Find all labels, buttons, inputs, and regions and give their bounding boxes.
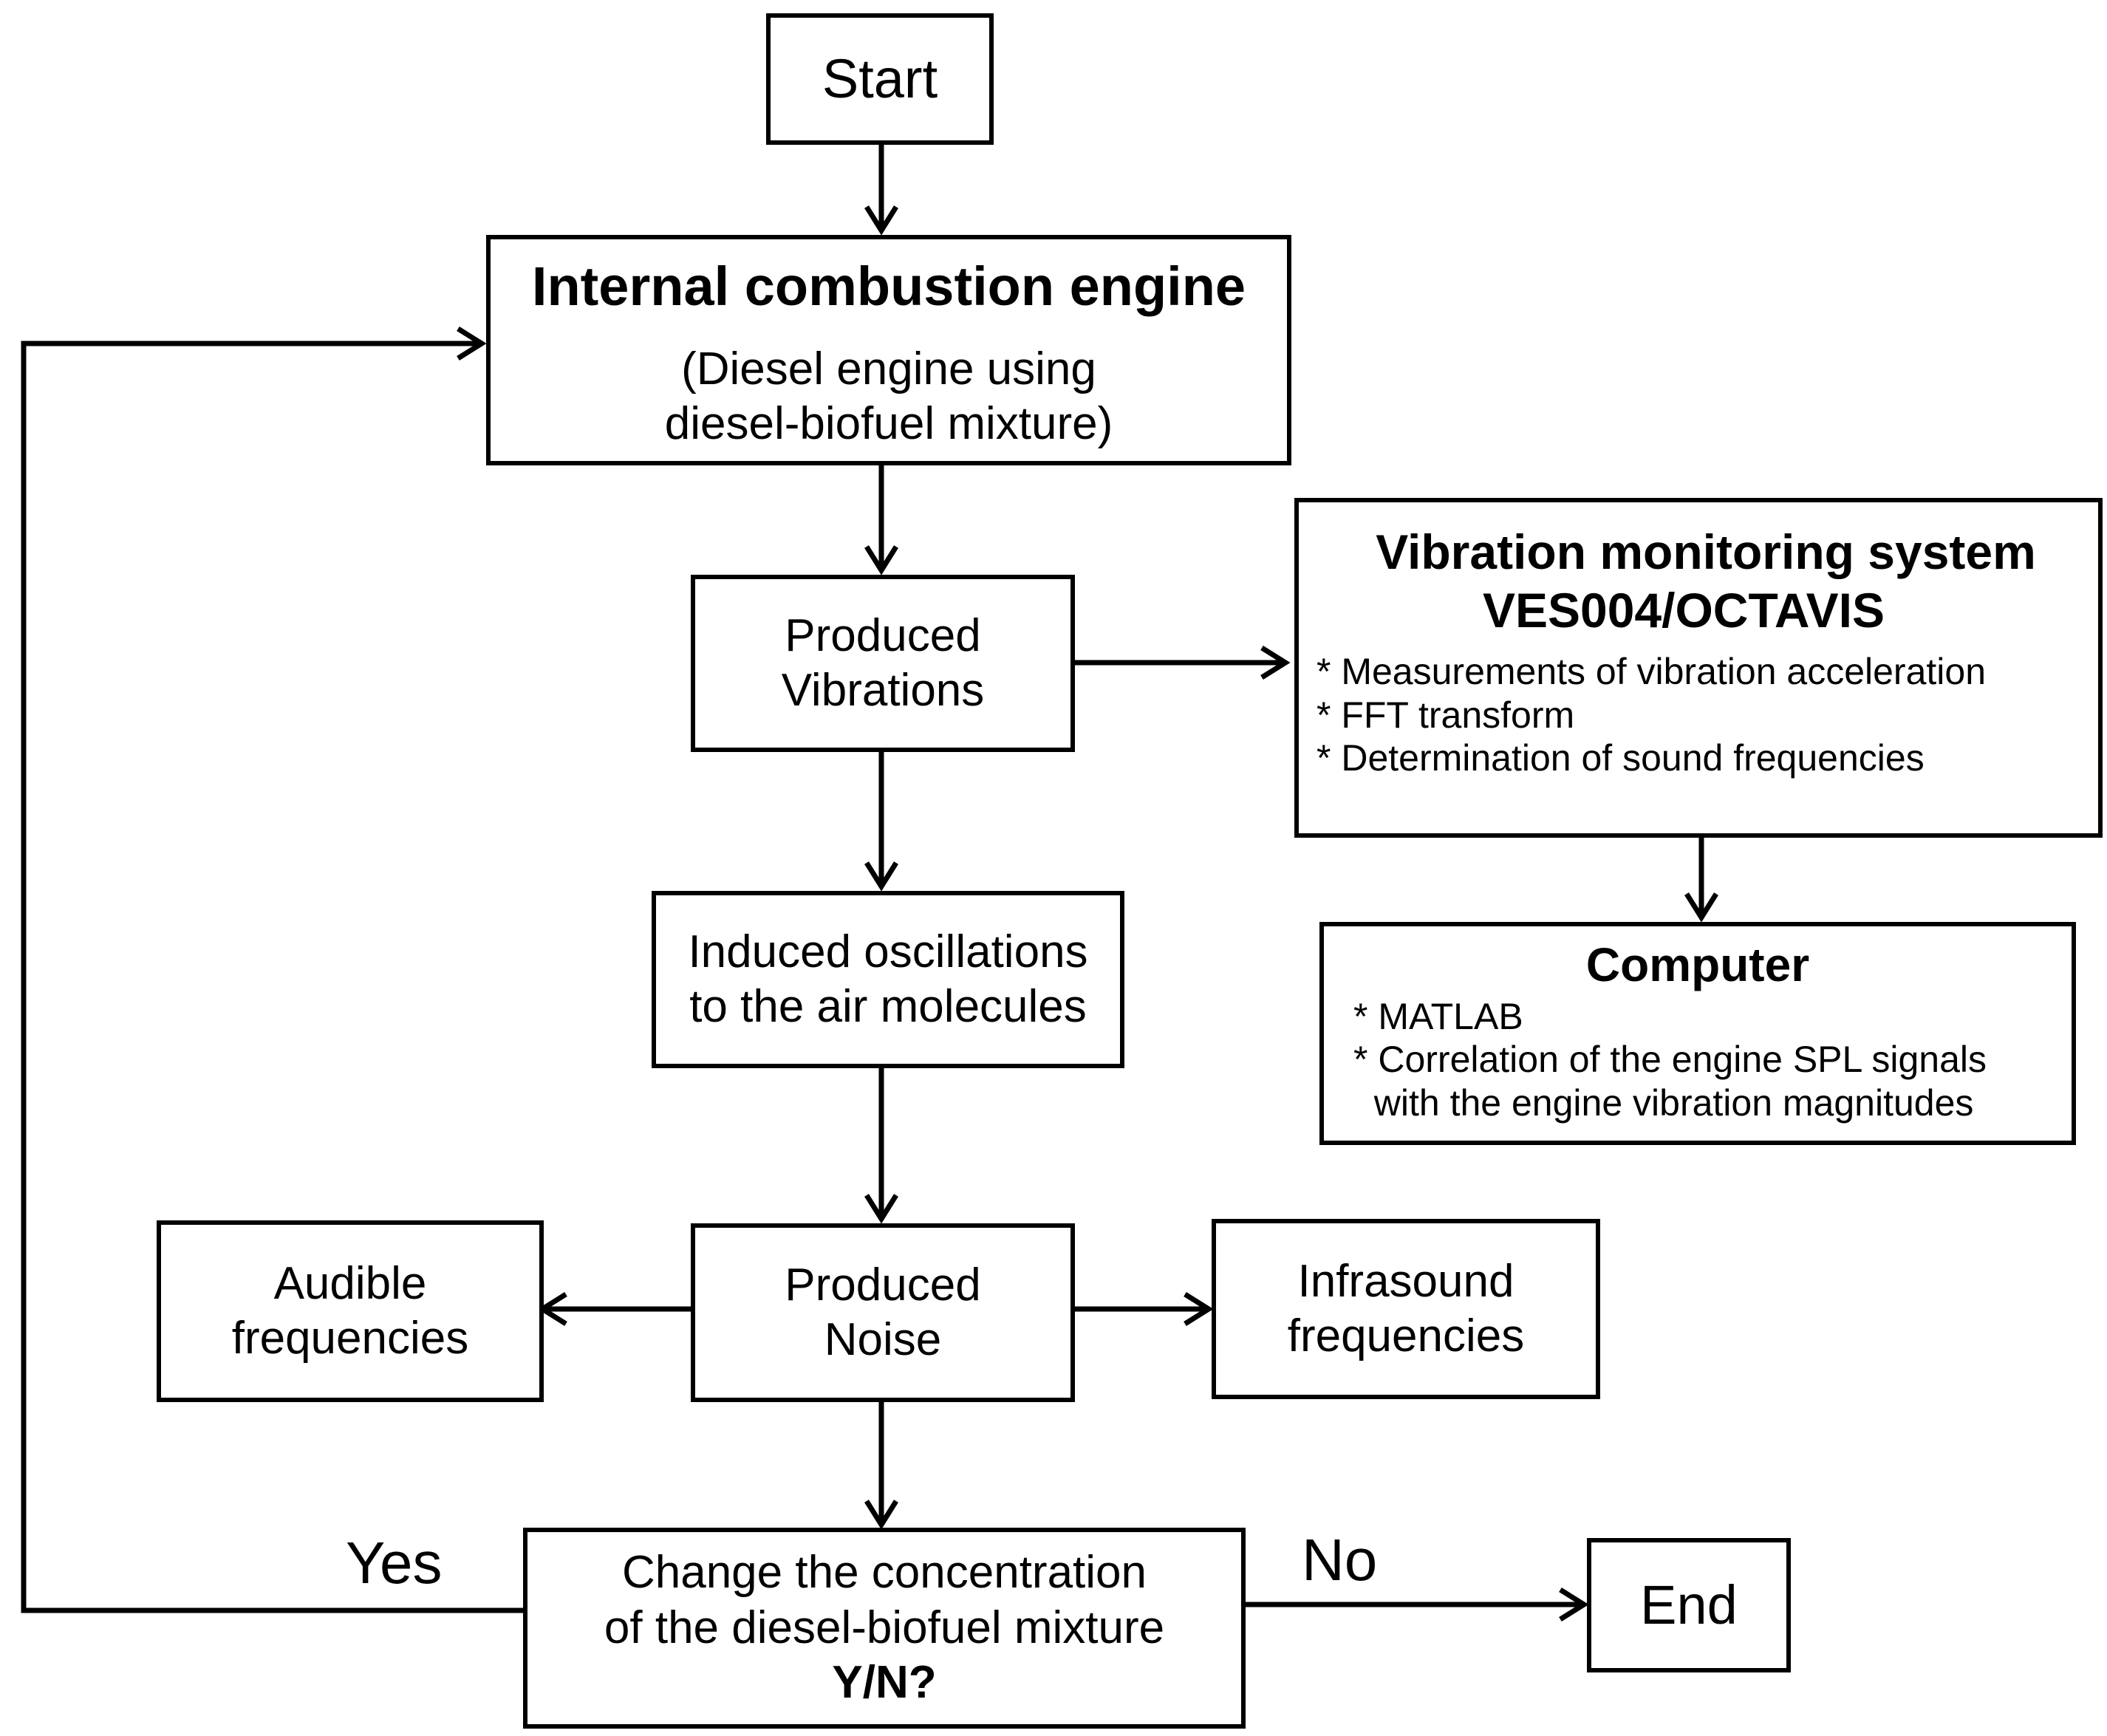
arrowhead-computer [1684, 892, 1718, 923]
audible-node: Audible frequencies [157, 1220, 544, 1402]
monitoring-item: * FFT transform [1317, 694, 1575, 736]
arrowhead-engine [864, 205, 898, 236]
no-label: No [1302, 1527, 1378, 1593]
arrowhead-decision [864, 1500, 898, 1530]
arrowhead-noise [864, 1194, 898, 1224]
decision-line3: Y/N? [832, 1657, 937, 1709]
computer-title: Computer [1585, 938, 1810, 991]
start-label: Start [822, 47, 938, 109]
monitoring-item: * Determination of sound frequencies [1317, 737, 1925, 779]
computer-list: * MATLAB * Correlation of the engine SPL… [1353, 995, 2072, 1125]
engine-line1: (Diesel engine using [681, 343, 1096, 394]
infrasound-line2: frequencies [1287, 1310, 1525, 1361]
oscillations-line2: to the air molecules [689, 981, 1087, 1032]
arrowhead-infrasound [1184, 1292, 1214, 1326]
computer-item: with the engine vibration magnitudes [1353, 1081, 1974, 1124]
monitoring-title1: Vibration monitoring system [1376, 524, 2036, 579]
infrasound-node: Infrasound frequencies [1212, 1219, 1600, 1399]
engine-line2: diesel-biofuel mixture) [664, 398, 1113, 450]
decision-line2: of the diesel-biofuel mixture [604, 1602, 1165, 1653]
arrowhead-oscillations [864, 861, 898, 892]
oscillations-line1: Induced oscillations [688, 926, 1088, 977]
monitoring-list: * Measurements of vibration acceleration… [1317, 650, 2098, 780]
audible-line2: frequencies [231, 1313, 469, 1364]
vibrations-line1: Produced [785, 609, 981, 661]
monitoring-node: Vibration monitoring system VES004/OCTAV… [1294, 498, 2103, 838]
end-label: End [1640, 1573, 1738, 1636]
audible-line1: Audible [273, 1257, 427, 1309]
infrasound-line1: Infrasound [1297, 1255, 1514, 1307]
arrowhead-vibrations [864, 545, 898, 575]
arrow-decision-yes-loop [21, 341, 523, 1613]
end-node: End [1587, 1538, 1791, 1672]
oscillations-node: Induced oscillations to the air molecule… [652, 891, 1124, 1068]
computer-item: * Correlation of the engine SPL signals [1353, 1039, 1987, 1081]
computer-node: Computer * MATLAB * Correlation of the e… [1319, 922, 2076, 1145]
start-node: Start [766, 13, 994, 145]
vibrations-line2: Vibrations [781, 665, 985, 716]
vibrations-node: Produced Vibrations [691, 575, 1075, 752]
computer-item: * MATLAB [1353, 995, 1523, 1037]
monitoring-item: * Measurements of vibration acceleration [1317, 651, 1987, 693]
decision-line1: Change the concentration [621, 1547, 1147, 1599]
arrowhead-yes-loop [457, 327, 487, 360]
monitoring-title2: VES004/OCTAVIS [1482, 583, 1885, 638]
arrowhead-end [1559, 1588, 1589, 1621]
decision-node: Change the concentration of the diesel-b… [523, 1528, 1246, 1729]
noise-node: Produced Noise [691, 1223, 1075, 1402]
yes-label: Yes [346, 1530, 443, 1596]
noise-line1: Produced [785, 1259, 981, 1310]
engine-node: Internal combustion engine (Diesel engin… [486, 235, 1291, 465]
arrowhead-monitoring [1260, 646, 1291, 680]
noise-line2: Noise [824, 1314, 942, 1365]
engine-title: Internal combustion engine [531, 256, 1246, 317]
